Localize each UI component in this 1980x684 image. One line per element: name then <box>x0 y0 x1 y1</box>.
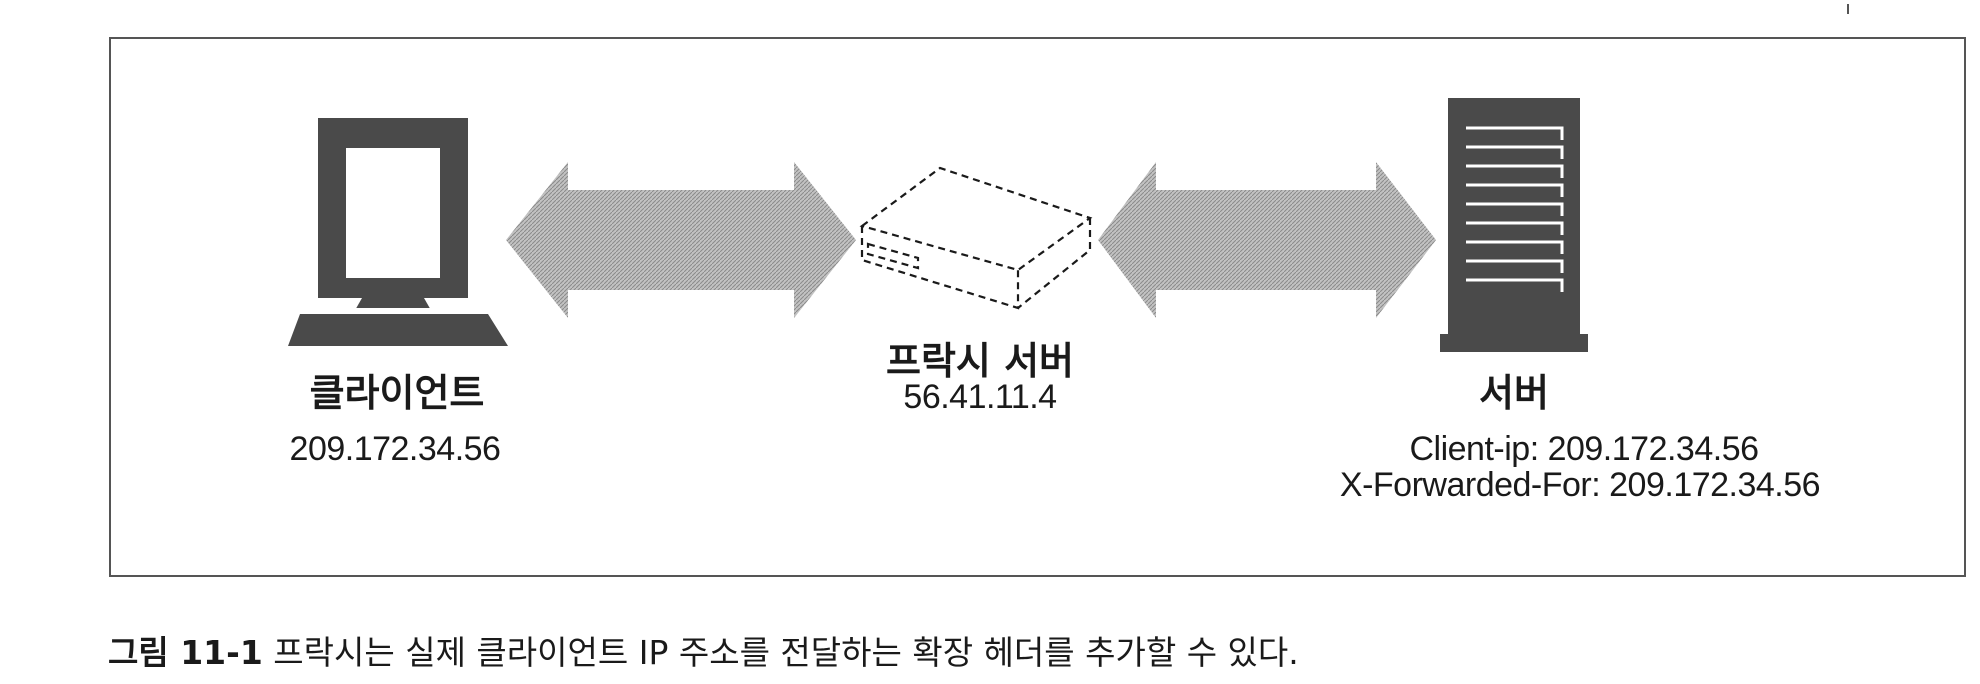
server-label: 서버 <box>1479 371 1549 415</box>
proxy-label: 프락시 서버 <box>885 339 1075 383</box>
server-slot <box>1466 259 1564 273</box>
caption-text: 프락시는 실제 클라이언트 IP 주소를 전달하는 확장 헤더를 추가할 수 있… <box>273 633 1299 672</box>
server-slot <box>1466 183 1564 197</box>
proxy-server-arrow <box>1098 162 1436 318</box>
x-forwarded-for-header: X-Forwarded-For: 209.172.34.56 <box>1339 466 1821 504</box>
server-icon <box>1440 98 1588 352</box>
figure-number: 그림 11-1 <box>108 633 263 672</box>
figure-frame <box>109 37 1966 577</box>
server-slot <box>1466 202 1564 216</box>
client-ip: 209.172.34.56 <box>289 430 501 468</box>
server-slot <box>1466 164 1564 178</box>
server-slot <box>1466 126 1564 140</box>
client-label: 클라이언트 <box>309 371 485 415</box>
proxy-box-icon <box>859 166 1093 310</box>
server-slot <box>1466 240 1564 254</box>
proxy-ip: 56.41.11.4 <box>903 378 1057 416</box>
client-proxy-arrow <box>506 162 856 318</box>
server-slot <box>1466 278 1564 292</box>
server-slot <box>1466 145 1564 159</box>
client-computer-icon <box>288 118 508 346</box>
client-ip-header: Client-ip: 209.172.34.56 <box>1409 430 1759 468</box>
figure-caption: 그림 11-1 프락시는 실제 클라이언트 IP 주소를 전달하는 확장 헤더를… <box>108 626 1299 674</box>
server-slot <box>1466 221 1564 235</box>
